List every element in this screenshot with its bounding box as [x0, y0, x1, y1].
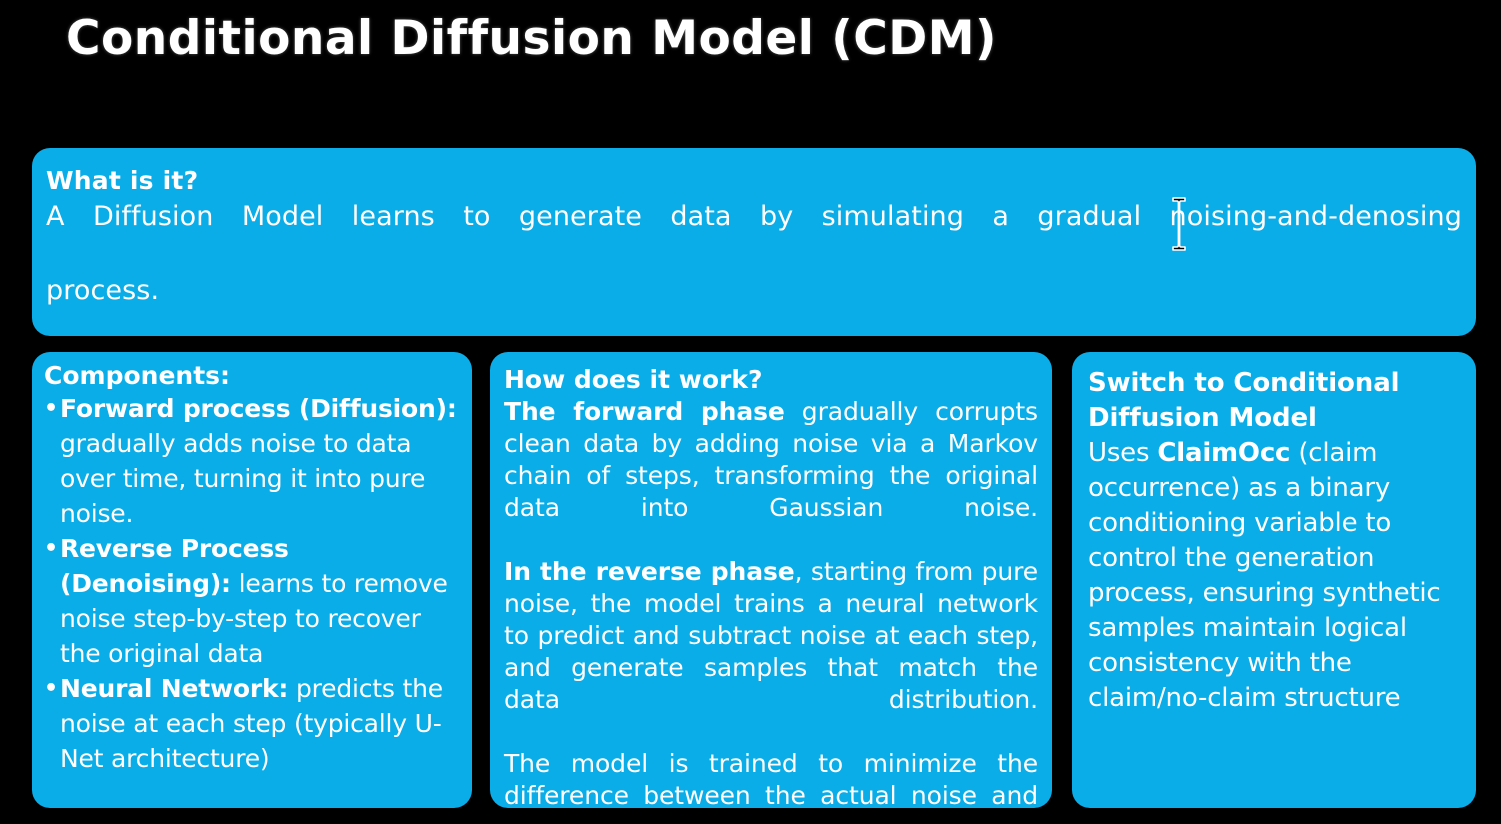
- what-is-it-heading: What is it?: [46, 166, 199, 195]
- switch-body-prefix: Uses: [1088, 438, 1158, 468]
- how-paragraph-text: gradually corrupts clean data by adding …: [504, 397, 1038, 522]
- how-paragraph-text: The model is trained to minimize the dif…: [504, 749, 1038, 808]
- components-item-term: Reverse Process (Denoising):: [60, 534, 289, 598]
- list-item: Forward process (Diffusion): gradually a…: [44, 391, 460, 531]
- switch-body-rest: (claim occurrence) as a binary condition…: [1088, 438, 1441, 713]
- how-paragraph-lead: In the reverse phase: [504, 557, 795, 586]
- how-paragraph-text: , starting from pure noise, the model tr…: [504, 557, 1038, 714]
- components-list: Forward process (Diffusion): gradually a…: [44, 391, 460, 776]
- page-title: Conditional Diffusion Model (CDM): [66, 11, 997, 66]
- card-how-does-it-work: How does it work? The forward phase grad…: [490, 352, 1052, 808]
- what-is-it-line-2: process.: [46, 275, 160, 306]
- components-heading: Components:: [44, 361, 231, 390]
- card-what-is-it: What is it? A Diffusion Model learns to …: [32, 148, 1476, 336]
- how-heading: How does it work?: [504, 365, 763, 394]
- card-components: Components: Forward process (Diffusion):…: [32, 352, 472, 808]
- switch-heading: Switch to Conditional Diffusion Model: [1088, 368, 1400, 433]
- components-item-text: predicts the noise at each step (typical…: [60, 674, 443, 773]
- components-item-text: gradually adds noise to data over time, …: [60, 429, 426, 528]
- list-item: Reverse Process (Denoising): learns to r…: [44, 531, 460, 671]
- switch-body: Uses ClaimOcc (claim occurrence) as a bi…: [1088, 436, 1464, 716]
- switch-body-term: ClaimOcc: [1157, 438, 1291, 468]
- components-item-text: learns to remove noise step-by-step to r…: [60, 569, 448, 668]
- how-paragraph: In the reverse phase, starting from pure…: [504, 556, 1038, 748]
- components-item-term: Neural Network:: [60, 674, 289, 703]
- how-paragraph: The forward phase gradually corrupts cle…: [504, 396, 1038, 556]
- components-item-term: Forward process (Diffusion):: [60, 394, 457, 423]
- what-is-it-body: A Diffusion Model learns to generate dat…: [46, 198, 1462, 309]
- list-item: Neural Network: predicts the noise at ea…: [44, 671, 460, 776]
- how-paragraph: The model is trained to minimize the dif…: [504, 748, 1038, 808]
- how-paragraph-lead: The forward phase: [504, 397, 785, 426]
- what-is-it-line-1: A Diffusion Model learns to generate dat…: [46, 201, 1462, 232]
- card-switch-to-cdm: Switch to Conditional Diffusion Model Us…: [1072, 352, 1476, 808]
